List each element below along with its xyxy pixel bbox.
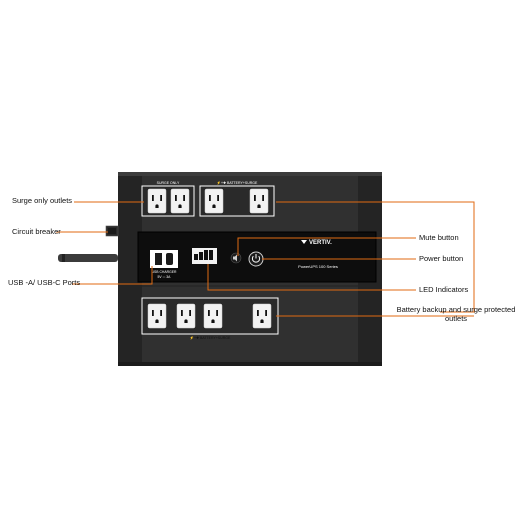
callout-circuit-breaker: Circuit breaker xyxy=(12,227,61,236)
top-battery-group-label: ⚡+✚ BATTERY+SURGE xyxy=(217,180,258,185)
callout-lines xyxy=(56,201,475,317)
bottom-group-label: ⚡+✚ BATTERY+SURGE xyxy=(190,335,231,340)
callout-surge-only-outlets: Surge only outlets xyxy=(12,196,73,205)
vertiv-logo-icon xyxy=(301,240,307,244)
surge-only-outlets xyxy=(141,185,195,217)
callout-usb-ports: USB -A/ USB-C Ports xyxy=(8,278,81,287)
callout-led-indicators: LED Indicators xyxy=(419,285,469,294)
mute-button[interactable] xyxy=(230,252,242,264)
power-cord xyxy=(58,254,118,262)
led-indicators xyxy=(192,248,217,264)
usb-label-line1: USB CHARGER xyxy=(152,270,177,274)
callout-power-button: Power button xyxy=(419,254,464,263)
mute-icon xyxy=(233,254,237,262)
top-surge-group-label: SURGE ONLY xyxy=(157,181,180,185)
callout-battery-backup-outlets: Battery backup and surge protected outle… xyxy=(396,305,516,323)
power-button[interactable] xyxy=(248,251,264,267)
brand-label: VERTIV. xyxy=(309,240,332,246)
bottom-battery-outlets xyxy=(141,297,279,335)
power-icon xyxy=(251,255,261,263)
usb-ports[interactable] xyxy=(150,250,178,268)
top-battery-outlets xyxy=(199,185,275,217)
model-label: PowerUPS 100 Series xyxy=(298,264,338,269)
circuit-breaker[interactable] xyxy=(105,225,119,237)
callout-mute-button: Mute button xyxy=(419,233,459,242)
usb-label-line2: 5V ⎓ 3A xyxy=(158,275,172,279)
